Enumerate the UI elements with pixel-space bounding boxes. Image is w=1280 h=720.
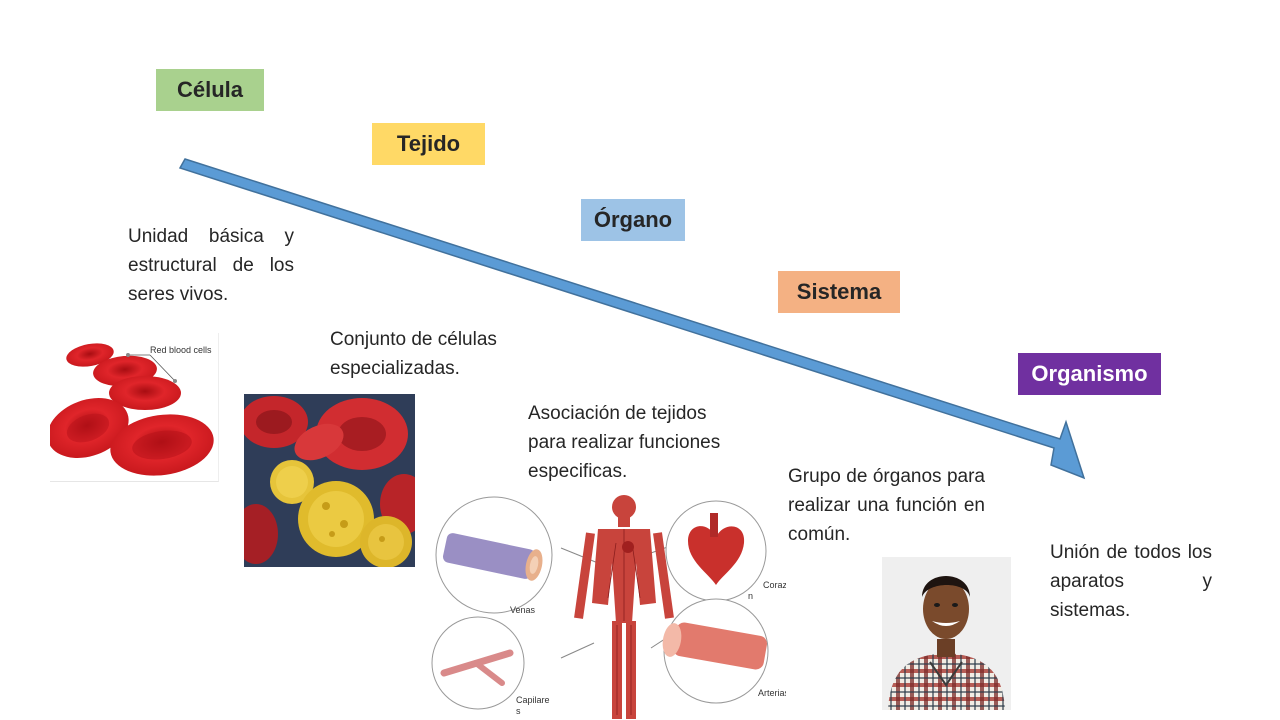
label-capilares-1: Capilare	[516, 695, 550, 705]
arrow-shape	[178, 158, 1086, 480]
label-corazon-2: n	[748, 591, 753, 601]
description-sistema: Grupo de órganos para realizar una funci…	[788, 466, 985, 545]
description-organismo: Unión de todos los aparatos y sistemas.	[1050, 542, 1212, 621]
level-organismo: Organismo	[1018, 353, 1161, 395]
description-tejido: Conjunto de células especializadas.	[330, 329, 497, 379]
level-tejido: Tejido	[372, 123, 485, 165]
level-celula: Célula	[156, 69, 264, 111]
person-photo	[882, 557, 1011, 710]
description-organo: Asociación de tejidos para realizar func…	[528, 403, 721, 482]
description-celula: Unidad básica y estructural de los seres…	[128, 226, 294, 305]
label-venas: Venas	[510, 605, 536, 615]
circulatory-system-illustration: Venas Corazo n Capilare s Arterias	[426, 493, 786, 720]
level-sistema: Sistema	[778, 271, 900, 313]
label-arterias: Arterias	[758, 688, 786, 698]
red-blood-cells-illustration: Red blood cells	[50, 333, 219, 482]
rbc-caption: Red blood cells	[150, 345, 212, 355]
blood-cells-micrograph	[244, 394, 415, 567]
label-corazon-1: Corazo	[763, 580, 786, 590]
label-capilares-2: s	[516, 706, 521, 716]
level-organo: Órgano	[581, 199, 685, 241]
